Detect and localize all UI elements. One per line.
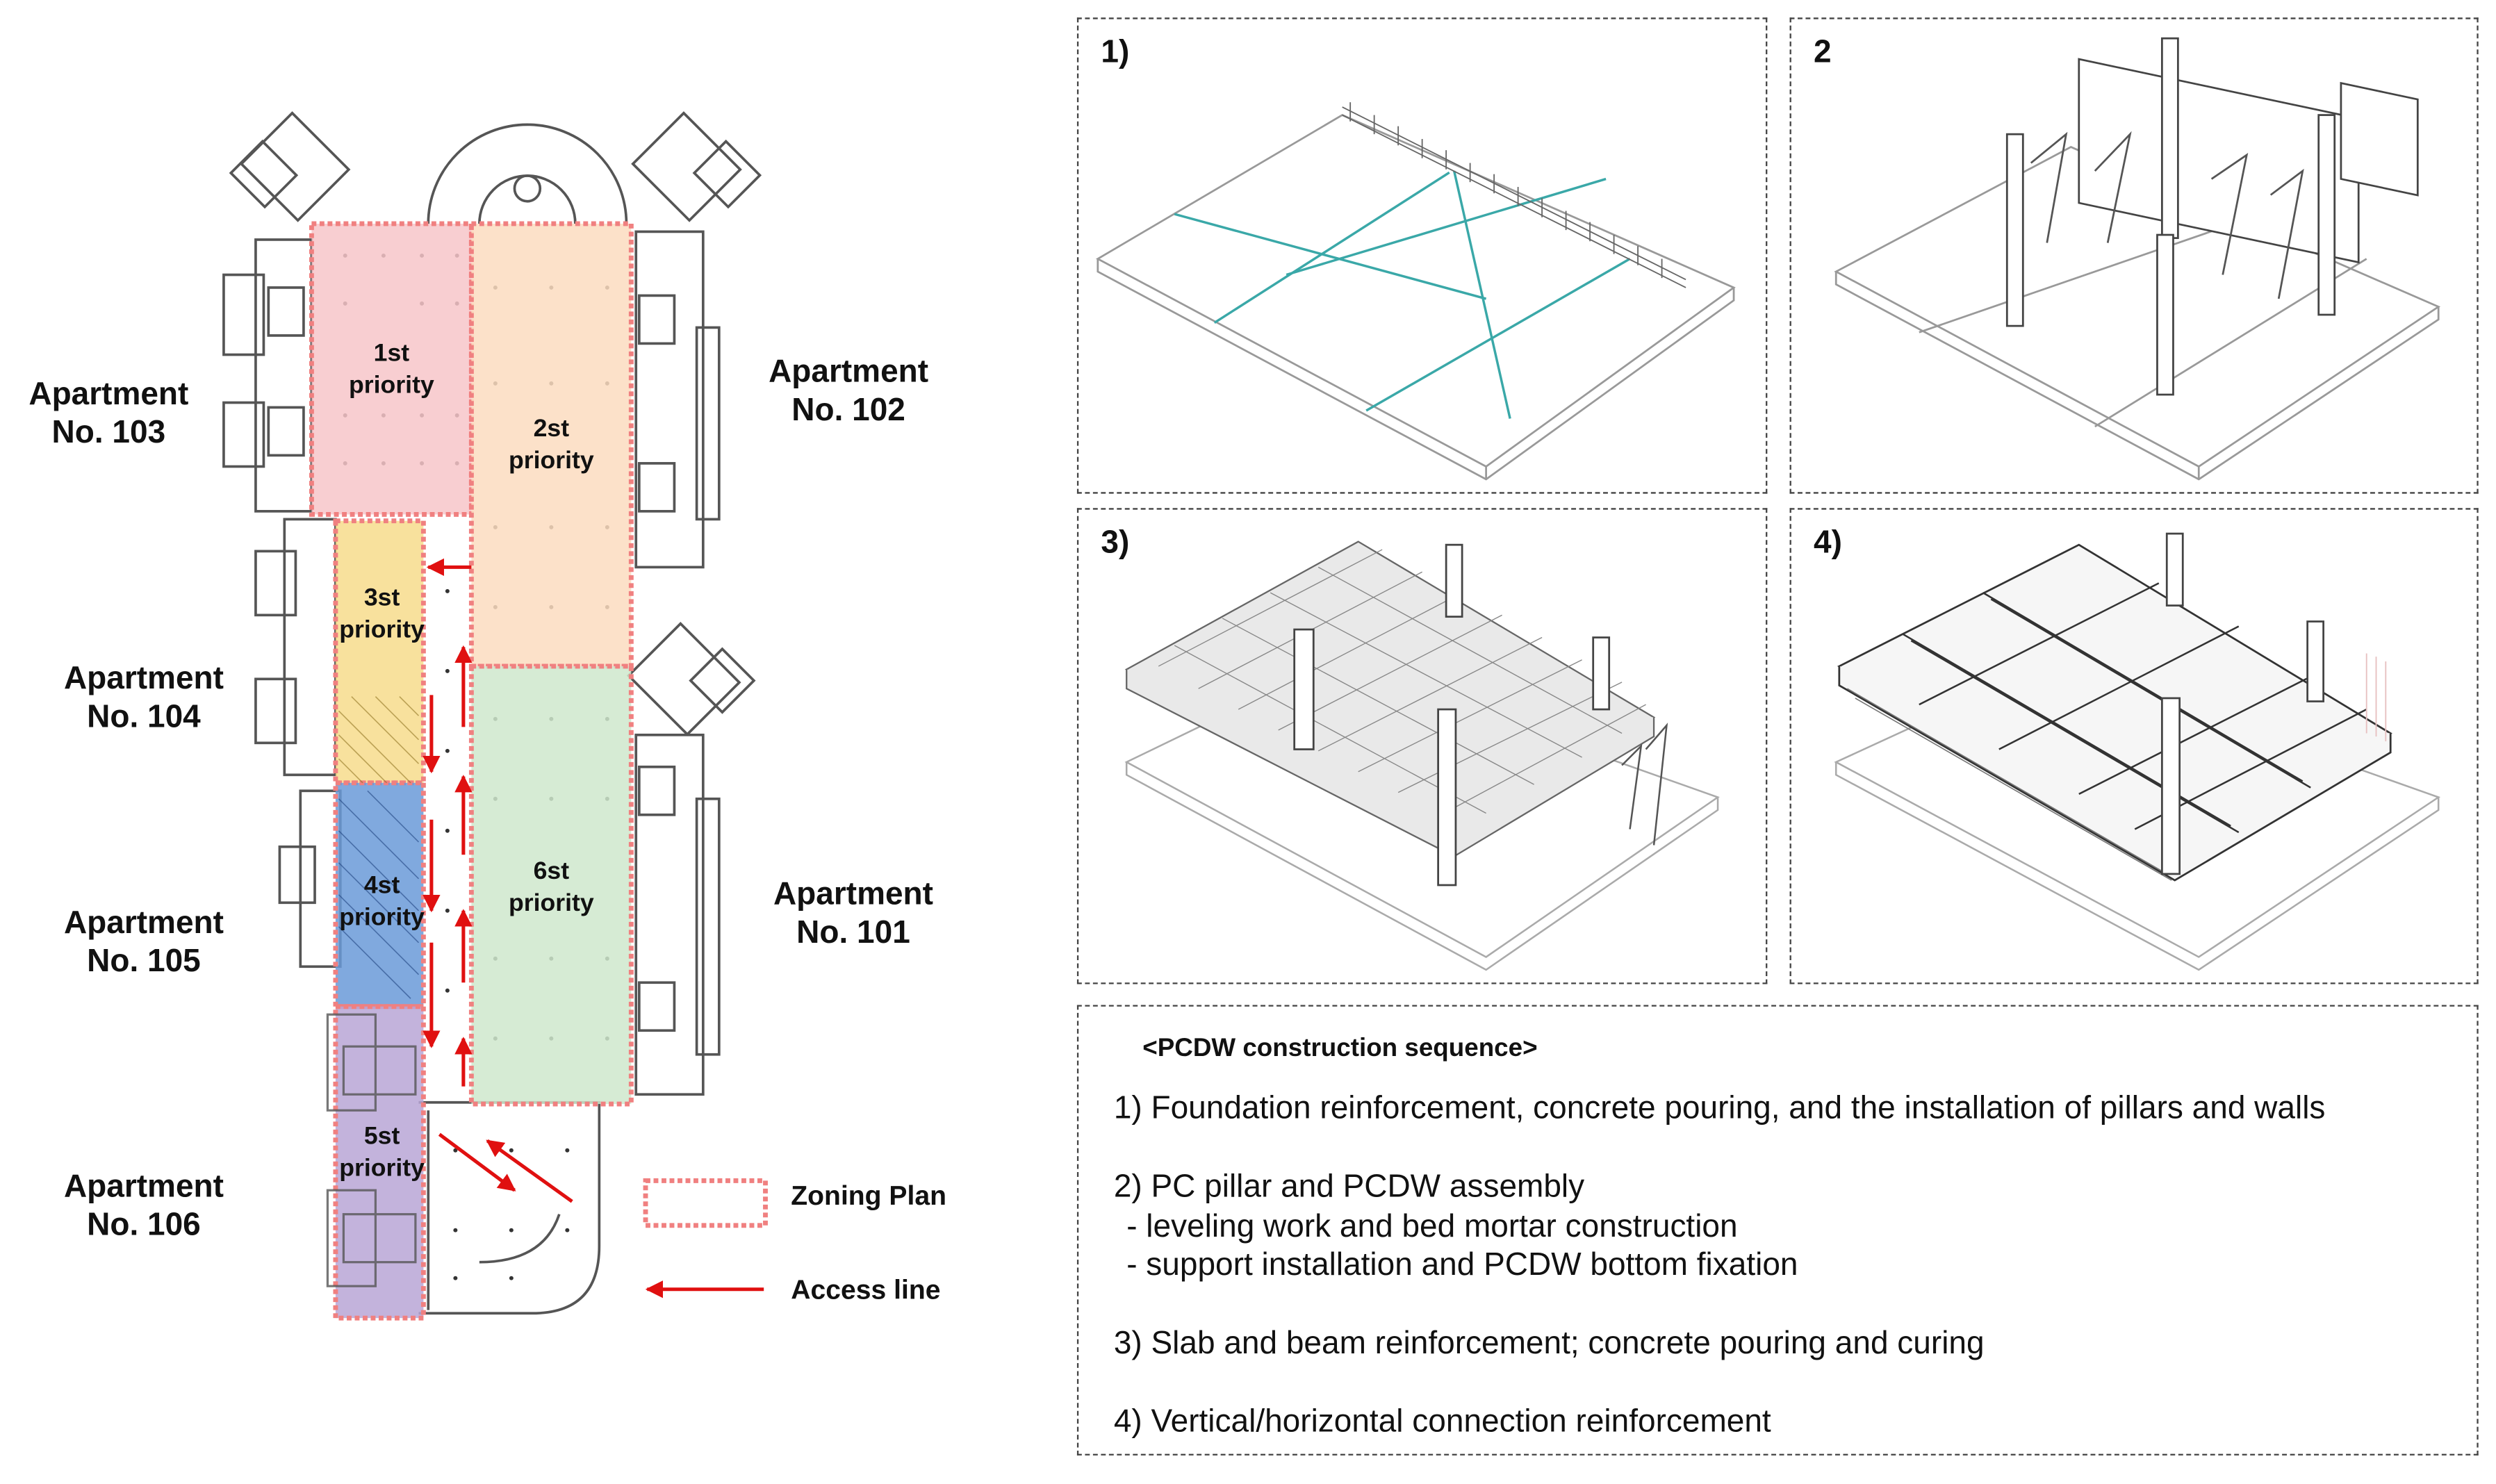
access-arrow [438, 1132, 516, 1192]
step-panel-1: 1) [1076, 17, 1768, 494]
zone-3-line2: priority [339, 616, 425, 644]
apartment-102-line1: Apartment [769, 354, 929, 390]
sequence-step-1: 1) Foundation reinforcement, concrete po… [1113, 1091, 2326, 1127]
zone-1-area [309, 221, 474, 517]
step-panel-4-label: 4) [1814, 525, 1842, 561]
sequence-step-4: 4) Vertical/horizontal connection reinfo… [1113, 1404, 1771, 1440]
zone-6-area [468, 663, 634, 1107]
legend-zoning-label: Zoning Plan [791, 1180, 947, 1212]
zone-label-2: 2st priority [479, 414, 623, 478]
step-panel-3: 3) [1076, 508, 1768, 984]
sequence-title: <PCDW construction sequence> [1142, 1035, 1538, 1063]
connection-drawing [1834, 532, 2440, 971]
apartment-103-line1: Apartment [28, 377, 189, 413]
legend-access-label: Access line [791, 1275, 941, 1305]
zone-label-6: 6st priority [479, 857, 623, 921]
access-arrow [486, 1139, 573, 1203]
sequence-step-3: 3) Slab and beam reinforcement; concrete… [1113, 1326, 1985, 1362]
zone-5-line1: 5st [363, 1123, 400, 1151]
step-panel-1-label: 1) [1101, 35, 1130, 71]
apartment-104-line2: No. 104 [87, 700, 201, 735]
zone-5-line2: priority [339, 1155, 425, 1182]
zone-3-area [333, 518, 426, 786]
zone-6-line2: priority [508, 889, 594, 917]
sequence-step-2a: - leveling work and bed mortar construct… [1126, 1209, 1738, 1245]
zone-2-line1: 2st [533, 415, 570, 443]
apartment-102-line2: No. 102 [791, 393, 905, 429]
zone-2-line2: priority [508, 447, 594, 475]
zone-label-3: 3st priority [310, 583, 454, 647]
apartment-105-line2: No. 105 [87, 944, 201, 980]
pillar-wall-drawing [1834, 37, 2441, 481]
slab-reinforcement-drawing [1124, 541, 1720, 971]
apartment-105-line1: Apartment [63, 905, 224, 941]
apartment-106-line1: Apartment [63, 1169, 224, 1205]
apartment-101-line1: Apartment [773, 877, 933, 913]
sequence-step-2b: - support installation and PCDW bottom f… [1126, 1247, 1798, 1283]
zone-1-line1: 1st [373, 340, 410, 368]
apartment-103-line2: No. 103 [51, 415, 166, 451]
step-panel-3-label: 3) [1101, 525, 1130, 561]
zone-4-line1: 4st [363, 872, 400, 900]
zone-label-1: 1st priority [320, 339, 463, 403]
zone-label-5: 5st priority [310, 1121, 454, 1185]
zone-label-4: 4st priority [310, 871, 454, 934]
sequence-panel: <PCDW construction sequence> 1) Foundati… [1076, 1005, 2479, 1456]
zone-1-line2: priority [348, 372, 434, 399]
site-plan [222, 111, 768, 1321]
zone-3-line1: 3st [363, 584, 400, 612]
zone-4-line2: priority [339, 904, 425, 932]
step-panel-4: 4) [1789, 508, 2479, 984]
apartment-104-line1: Apartment [63, 661, 224, 697]
foundation-drawing [1096, 102, 1736, 481]
step-panel-2: 2 [1789, 17, 2479, 494]
zone-6-line1: 6st [533, 857, 570, 885]
apartment-106-line2: No. 106 [87, 1207, 201, 1244]
legend-zoning-swatch [643, 1178, 768, 1228]
step-panel-2-label: 2 [1814, 35, 1832, 71]
zone-5-area [333, 1004, 426, 1321]
apartment-101-line2: No. 101 [796, 915, 910, 951]
sequence-step-2: 2) PC pillar and PCDW assembly [1113, 1169, 1585, 1205]
